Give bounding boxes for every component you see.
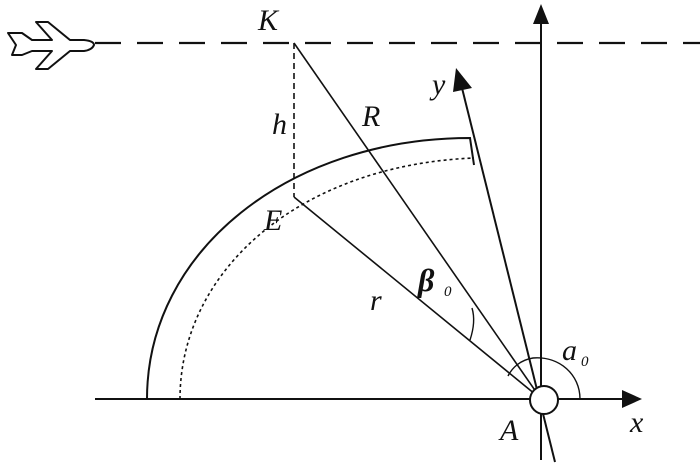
- vertical-axis-arrowhead: [533, 4, 549, 24]
- x-axis-arrowhead: [622, 390, 642, 408]
- label-k: K: [257, 4, 280, 37]
- alpha-angle-arc: [507, 357, 581, 400]
- beta-angle-arc: [469, 307, 475, 341]
- label-h: h: [272, 108, 287, 141]
- label-beta: β: [417, 262, 435, 298]
- label-alpha: a: [562, 334, 577, 367]
- label-r-point: R: [361, 100, 380, 133]
- y-axis-arrowhead: [453, 68, 472, 92]
- radar-antenna-circle: [529, 385, 559, 415]
- airplane-icon: [7, 21, 95, 70]
- label-e: E: [263, 204, 282, 237]
- label-x-axis: x: [629, 406, 644, 439]
- line-e-to-a: [293, 196, 542, 400]
- label-y-axis: y: [429, 68, 446, 101]
- label-beta-subscript: 0: [444, 284, 452, 300]
- label-radius-r: r: [370, 284, 382, 317]
- earth-surface-arc: [146, 136, 475, 400]
- label-a: A: [498, 414, 519, 447]
- line-k-to-a: [293, 42, 542, 400]
- label-alpha-subscript: 0: [581, 354, 589, 370]
